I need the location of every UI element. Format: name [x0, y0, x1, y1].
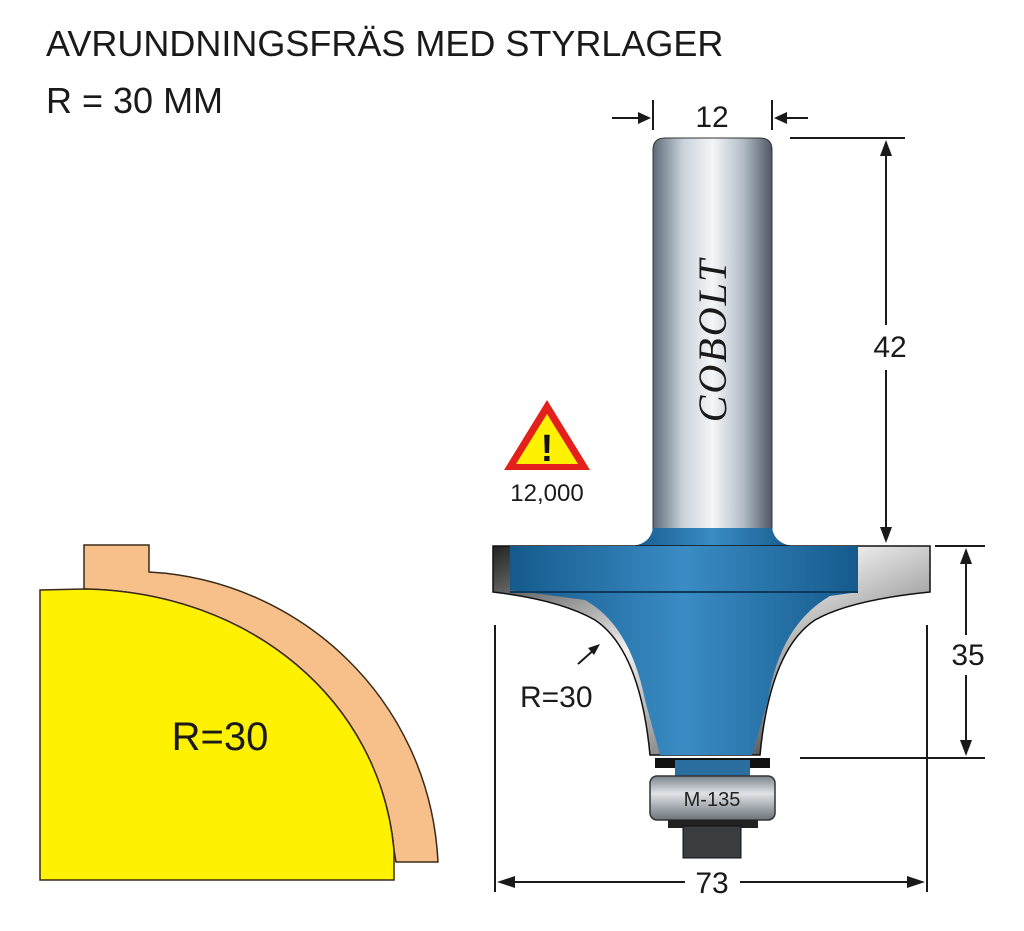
max-rpm-label: 12,000	[510, 480, 583, 507]
cutting-height-value: 35	[951, 639, 984, 672]
profile-radius-label: R=30	[172, 715, 269, 759]
dimension-cutting-height: 35	[800, 545, 985, 759]
profile-illustration: R=30	[39, 544, 439, 881]
dimension-overall-diameter: 73	[494, 625, 928, 900]
shank-length-value: 42	[873, 331, 906, 364]
overall-diameter-value: 73	[695, 867, 728, 900]
warning-sign: ! 12,000	[504, 400, 590, 507]
bearing-label: M-135	[684, 789, 741, 811]
bearing-screw	[682, 825, 742, 859]
cutter-body	[510, 546, 858, 755]
shank-diameter-value: 12	[695, 101, 728, 134]
dimension-shank-length: 42	[790, 137, 907, 543]
shank	[652, 137, 773, 546]
bit-radius-label: R=30	[520, 681, 593, 714]
router-bit: COBOLT M-135 R=30	[492, 137, 931, 859]
brand-label: COBOLT	[690, 257, 735, 422]
dimension-shank-diameter: 12	[612, 100, 808, 134]
workpiece-profile	[39, 588, 395, 881]
title-line-1: AVRUNDNINGSFRÄS MED STYRLAGER	[46, 23, 723, 64]
title-line-2: R = 30 MM	[46, 80, 223, 121]
warning-symbol: !	[541, 428, 554, 470]
